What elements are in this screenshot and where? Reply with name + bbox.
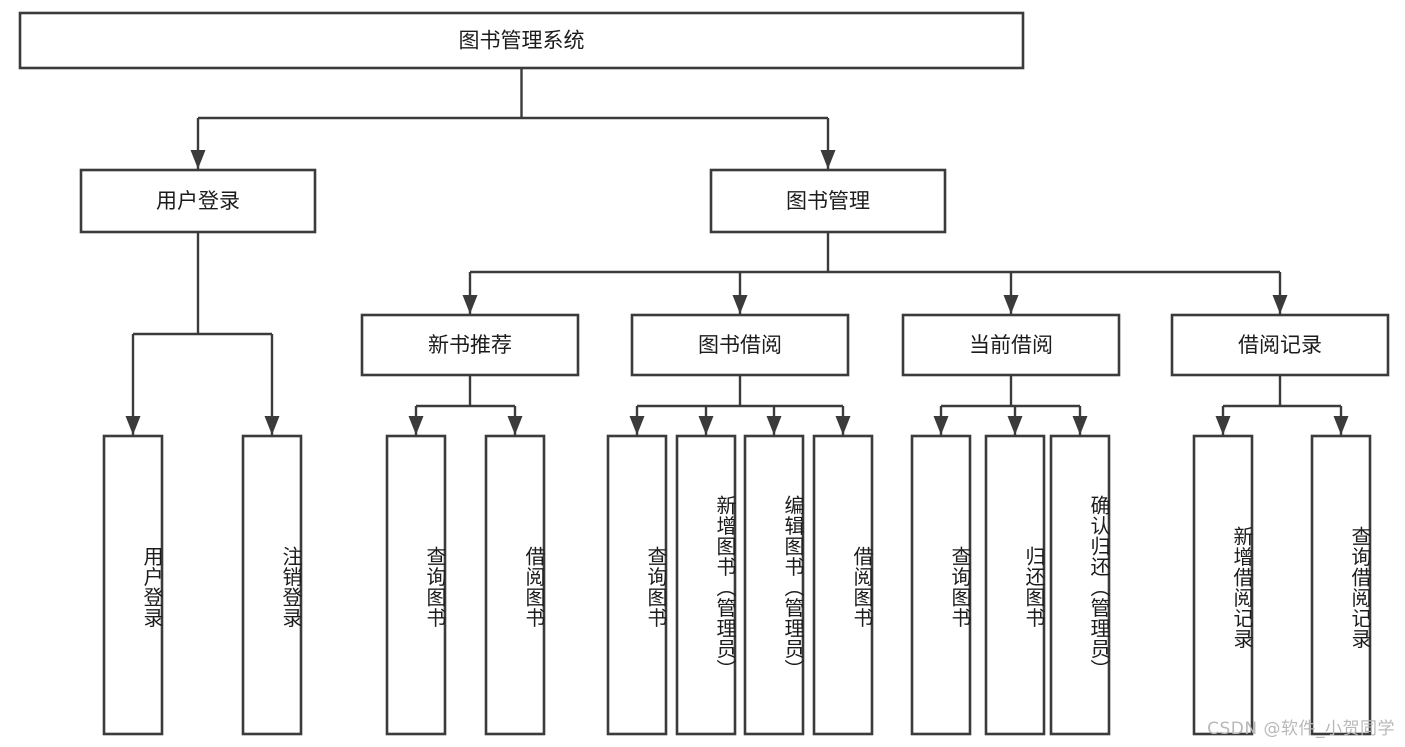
node-box-user-login[interactable] — [79, 168, 317, 234]
arrow-head-icon — [1272, 295, 1288, 314]
arrow-head-icon — [1215, 416, 1231, 435]
node-box-new-book-rec[interactable] — [360, 313, 580, 377]
node-label-book-borrow: 图书借阅 — [698, 333, 782, 357]
node-box-borrow-record[interactable] — [1170, 313, 1390, 377]
arrow-head-icon — [1072, 416, 1088, 435]
node-box-leaf-query-book-2[interactable] — [606, 434, 668, 736]
node-box-leaf-logout[interactable] — [241, 434, 303, 736]
node-box-leaf-query-book-1[interactable] — [385, 434, 447, 736]
node-label-user-login: 用户登录 — [156, 189, 240, 213]
node-label-book-manage: 图书管理 — [786, 189, 870, 213]
node-box-leaf-confirm-return[interactable] — [1049, 434, 1111, 736]
node-box-book-borrow[interactable] — [630, 313, 850, 377]
node-box-leaf-query-book-3[interactable] — [910, 434, 972, 736]
arrow-head-icon — [933, 416, 949, 435]
arrow-head-icon — [125, 416, 141, 435]
arrow-head-icon — [1007, 416, 1023, 435]
node-box-leaf-borrow-book-1[interactable] — [484, 434, 546, 736]
node-box-book-manage[interactable] — [709, 168, 947, 234]
arrow-head-icon — [698, 416, 714, 435]
node-box-root[interactable] — [18, 11, 1025, 70]
csdn-watermark: CSDN @软件_小贺同学 — [1207, 719, 1395, 739]
arrow-head-icon — [264, 416, 280, 435]
arrow-head-icon — [1003, 295, 1019, 314]
arrow-head-icon — [835, 416, 851, 435]
node-box-leaf-borrow-book-2[interactable] — [812, 434, 874, 736]
arrow-head-icon — [462, 295, 478, 314]
arrow-head-icon — [408, 416, 424, 435]
arrow-head-icon — [766, 416, 782, 435]
node-box-leaf-edit-book[interactable] — [743, 434, 805, 736]
node-label-current-borrow: 当前借阅 — [969, 333, 1053, 357]
arrow-head-icon — [507, 416, 523, 435]
node-label-new-book-rec: 新书推荐 — [428, 333, 512, 357]
node-label-borrow-record: 借阅记录 — [1238, 333, 1322, 357]
arrow-head-icon — [820, 150, 836, 169]
arrow-head-icon — [190, 150, 206, 169]
connector-lines — [125, 68, 1349, 435]
arrow-head-icon — [629, 416, 645, 435]
node-box-leaf-user-login[interactable] — [102, 434, 164, 736]
arrow-head-icon — [732, 295, 748, 314]
node-box-leaf-return-book[interactable] — [984, 434, 1046, 736]
node-box-leaf-add-record[interactable] — [1192, 434, 1254, 736]
node-label-root: 图书管理系统 — [459, 29, 585, 53]
node-box-leaf-add-book[interactable] — [675, 434, 737, 736]
node-box-current-borrow[interactable] — [901, 313, 1121, 377]
node-box-leaf-query-record[interactable] — [1310, 434, 1372, 736]
arrow-head-icon — [1333, 416, 1349, 435]
